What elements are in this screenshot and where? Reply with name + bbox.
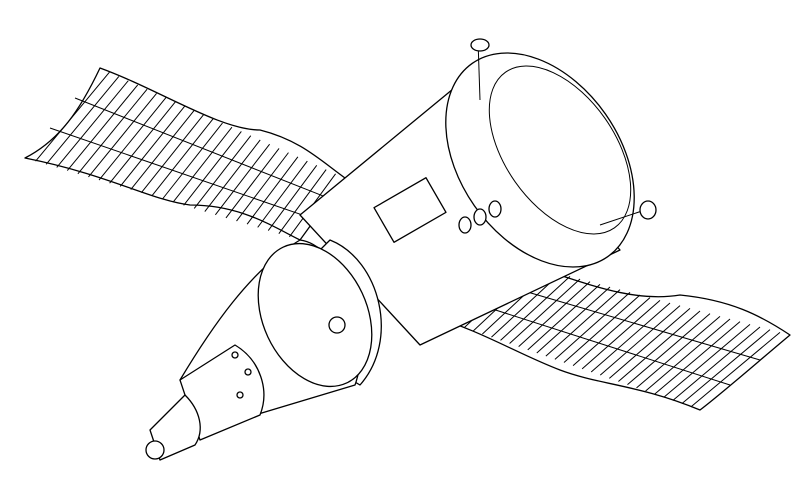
solar-cell-divider (225, 148, 280, 219)
drum-rim (488, 65, 632, 235)
solar-cell-divider (98, 97, 167, 181)
solar-panel-row-divider (49, 127, 316, 220)
solar-cell-divider (690, 331, 781, 408)
solar-cell-divider (500, 275, 571, 341)
solar-cell-divider (618, 310, 701, 382)
window-2 (244, 368, 252, 376)
capsule-hatch (328, 316, 346, 334)
solar-cell-divider (172, 126, 233, 203)
solar-cell-divider (627, 313, 711, 386)
capsule-base (257, 242, 373, 388)
solar-cell-divider (663, 323, 751, 398)
solar-panel-row-divider (448, 294, 731, 386)
solar-panel-row-divider (74, 97, 331, 200)
solar-cell-divider (236, 152, 289, 222)
solar-cell-divider (554, 291, 631, 360)
solar-cell-divider (183, 131, 242, 206)
port-2 (473, 208, 487, 226)
solar-cell-divider (509, 278, 581, 344)
solar-cell-divider (246, 156, 299, 225)
solar-cell-divider (56, 80, 129, 168)
solar-cell-divider (599, 305, 681, 376)
solar-cell-divider (654, 321, 741, 395)
window-1 (231, 351, 239, 359)
solar-cell-divider (66, 84, 139, 171)
solar-cell-divider (645, 318, 731, 392)
port-3 (488, 200, 502, 218)
solar-cell-divider (572, 297, 651, 367)
solar-cell-divider (278, 169, 327, 234)
nose-section (179, 344, 265, 441)
solar-cell-divider (162, 122, 223, 200)
docking-probe (145, 440, 165, 460)
solar-cell-divider (563, 294, 641, 363)
side-antenna-dish (639, 200, 657, 220)
solar-cell-divider (609, 307, 691, 379)
solar-cell-divider (140, 114, 205, 194)
window-3 (236, 391, 244, 399)
solar-cell-divider (45, 76, 120, 165)
port-1 (458, 216, 472, 234)
solar-cell-divider (88, 93, 157, 178)
solar-cell-divider (681, 329, 771, 405)
main-cylinder (299, 74, 621, 346)
solar-cell-divider (77, 88, 148, 175)
solar-cell-divider (204, 139, 261, 212)
solar-cell-divider (527, 283, 601, 351)
solar-cell-divider (581, 299, 661, 370)
equipment-box (373, 177, 447, 243)
left-solar-panel (24, 67, 346, 241)
solar-cell-divider (518, 281, 591, 348)
solar-cell-divider (536, 286, 611, 354)
solar-cell-divider (130, 109, 195, 190)
solar-cell-divider (35, 71, 110, 162)
solar-cell-divider (119, 105, 186, 187)
solar-cell-divider (672, 326, 761, 401)
solar-cell-divider (636, 315, 721, 389)
antenna-dish (470, 38, 490, 52)
solar-cell-divider (590, 302, 671, 373)
solar-cell-divider (109, 101, 176, 184)
solar-cell-divider (193, 135, 252, 209)
solar-cell-divider (214, 143, 271, 216)
nose-tip (149, 394, 201, 461)
solar-cell-divider (545, 289, 621, 357)
side-antenna-mast (599, 209, 646, 226)
solar-cell-divider (267, 165, 318, 231)
solar-cell-divider (257, 160, 308, 228)
solar-cell-divider (151, 118, 214, 197)
